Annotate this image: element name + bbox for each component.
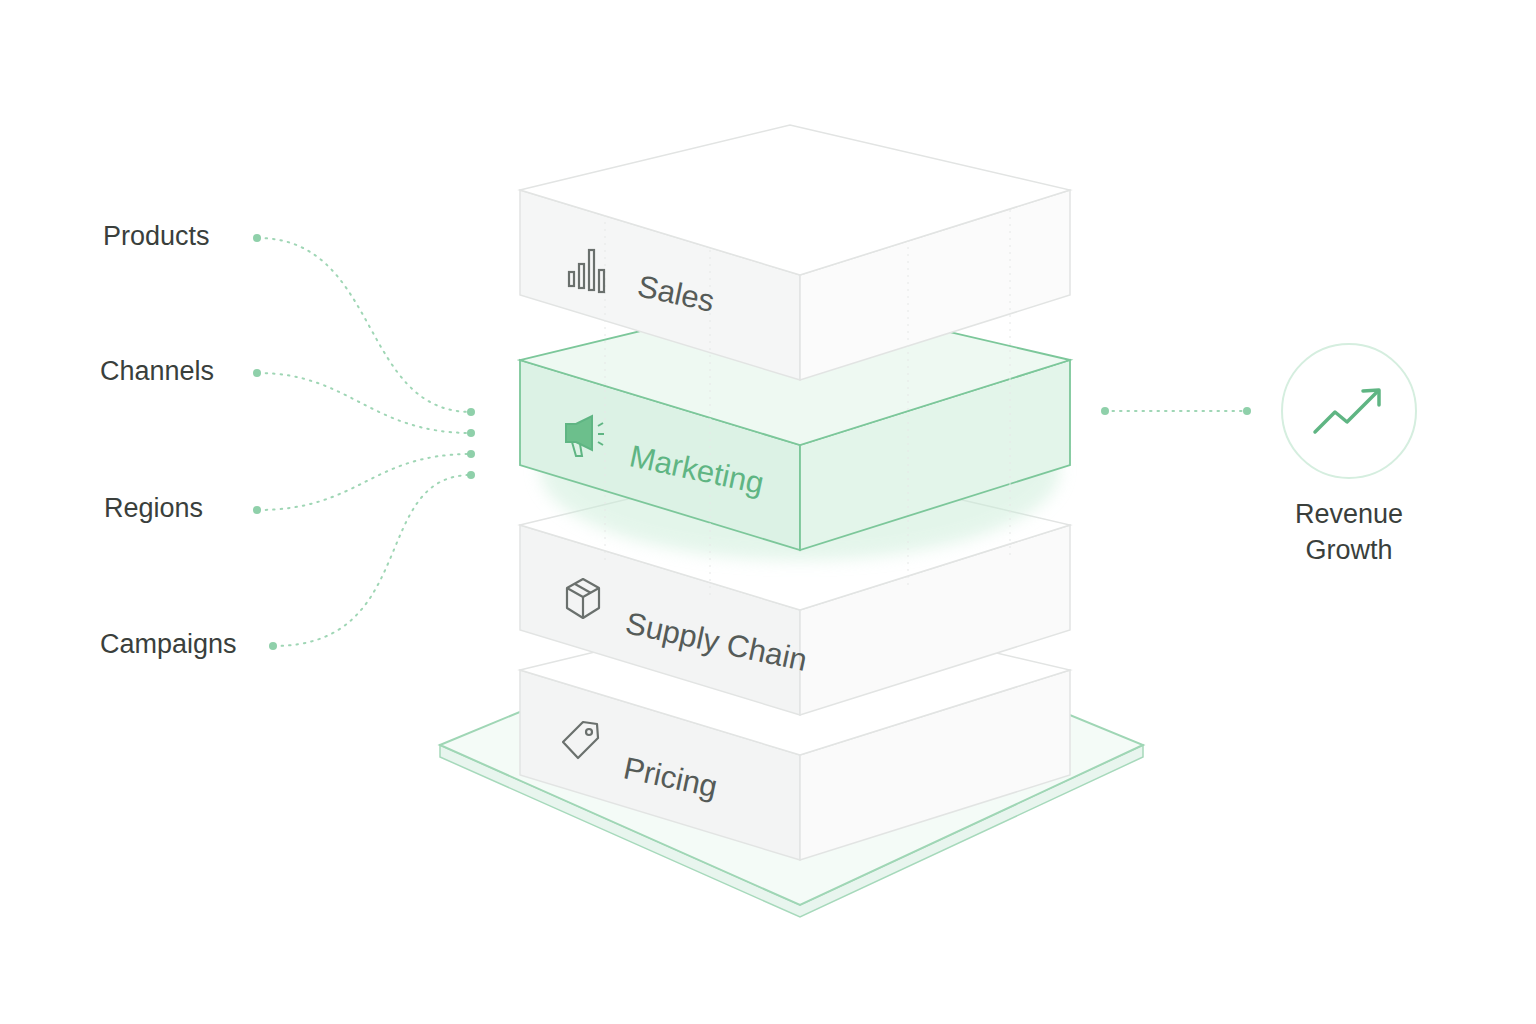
base-plate	[440, 600, 1143, 917]
dotted-connector	[1101, 407, 1251, 415]
layer-title: Sales	[634, 268, 717, 319]
sales-slab	[520, 125, 1070, 600]
goal-circle: Revenue Growth	[1249, 342, 1449, 568]
input-label: Channels	[100, 356, 214, 387]
input-label: Campaigns	[100, 629, 237, 660]
layer-title: Pricing	[620, 750, 720, 805]
box-icon	[567, 579, 599, 618]
goal-label: Revenue Growth	[1274, 496, 1424, 568]
input-label: Regions	[104, 493, 203, 524]
input-label: Products	[103, 221, 210, 252]
growth-icon	[1249, 342, 1449, 482]
megaphone-icon	[566, 416, 604, 456]
bar-chart-icon	[569, 250, 604, 292]
tag-icon	[563, 722, 598, 758]
leader-lines	[258, 238, 471, 646]
leader-dots	[253, 234, 475, 650]
